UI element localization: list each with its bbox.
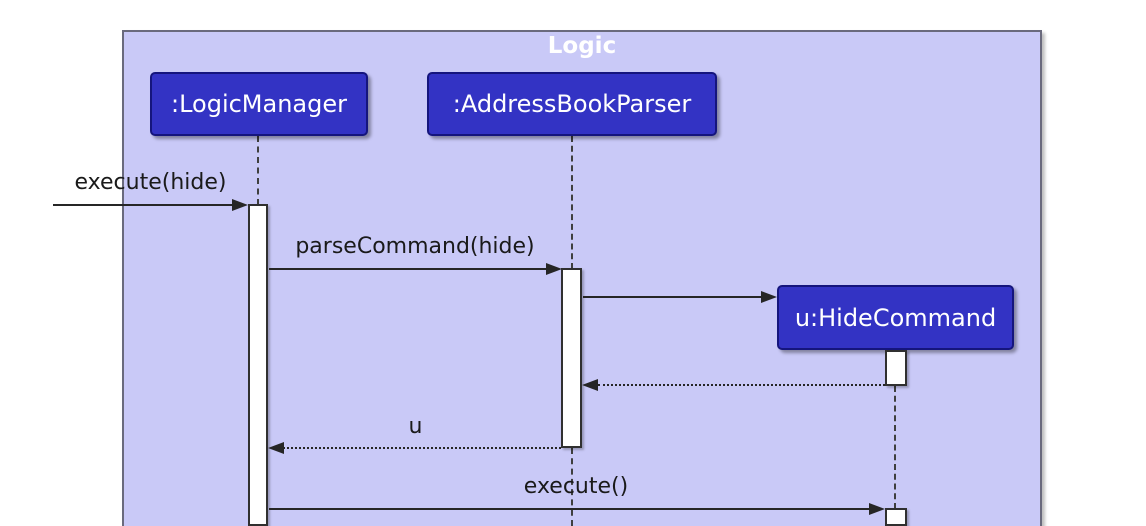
- arrowhead-execute-hide: [232, 199, 248, 211]
- arrowhead-execute: [869, 503, 885, 515]
- participant-address-book-parser-label: :AddressBookParser: [452, 90, 692, 118]
- activation-hide-command-create: [885, 350, 907, 386]
- participant-hide-command: u:HideCommand: [777, 285, 1014, 350]
- lifeline-address-book-parser-top: [571, 136, 573, 269]
- message-label-execute-hide: execute(hide): [74, 170, 227, 195]
- message-line-execute: [269, 508, 870, 510]
- message-label-return-u: u: [408, 414, 423, 439]
- logic-frame-title: Logic: [547, 33, 617, 59]
- message-line-parse-command: [269, 268, 546, 270]
- message-line-return-u: [283, 447, 561, 449]
- lifeline-address-book-parser-bottom: [571, 448, 573, 526]
- message-line-execute-hide: [53, 204, 233, 206]
- participant-hide-command-label: u:HideCommand: [794, 303, 997, 332]
- activation-address-book-parser: [561, 268, 582, 448]
- lifeline-hide-command: [894, 386, 896, 509]
- message-line-create-hide-command: [583, 296, 762, 298]
- arrowhead-return-from-hide-command: [582, 379, 598, 391]
- participant-address-book-parser: :AddressBookParser: [427, 72, 717, 136]
- activation-hide-command-execute: [885, 508, 907, 526]
- lifeline-logic-manager: [257, 136, 259, 205]
- participant-logic-manager-label: :LogicManager: [170, 90, 347, 118]
- message-label-execute: execute(): [523, 474, 629, 499]
- arrowhead-return-u: [268, 442, 284, 454]
- activation-logic-manager: [248, 204, 268, 526]
- arrowhead-create-hide-command: [761, 291, 777, 303]
- message-label-parse-command: parseCommand(hide): [295, 234, 535, 259]
- participant-logic-manager: :LogicManager: [150, 72, 368, 136]
- arrowhead-parse-command: [546, 263, 562, 275]
- message-line-return-from-hide-command: [598, 384, 885, 386]
